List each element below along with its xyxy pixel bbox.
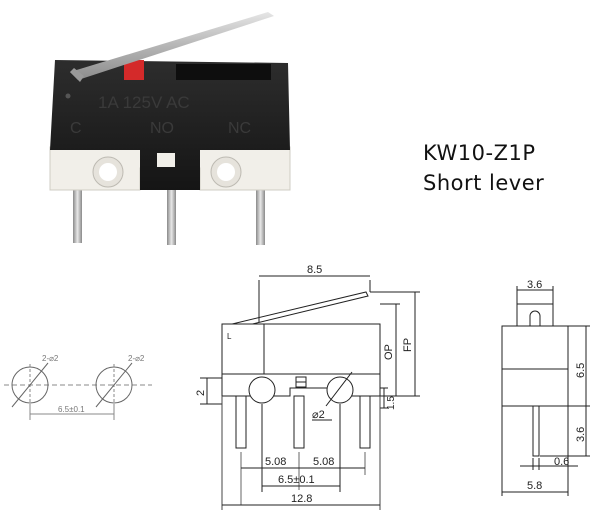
mount-hole-right-label: 2-⌀2 [128,354,145,363]
dim-width-top: 8.5 [307,264,322,276]
photo-term-nc: NC [228,120,251,137]
side-dim-top-width: 3.6 [527,279,542,291]
front-hole-left [248,376,276,404]
dim-fp: FP [402,338,414,352]
photo-body [50,60,290,190]
dim-hole-dia: ⌀2 [312,409,325,421]
photo-pin-no [167,185,176,245]
photo-actuator [124,60,144,80]
front-pivot-label: L [227,332,232,341]
photo-lever [70,12,274,80]
photo-term-c: C [70,120,82,137]
dim-total-width: 12.8 [291,493,312,505]
model-title: KW10-Z1P [423,141,536,165]
side-top-block [516,303,554,327]
dim-hole-span: 6.5±0.1 [278,474,315,486]
mount-hole-left-label: 2-⌀2 [42,354,59,363]
photo-pin-nc [256,185,265,245]
side-dim-pin-length: 3.6 [575,427,587,442]
side-dim-pin-thickness: 0.6 [554,456,569,468]
dim-op: OP [383,344,395,360]
dim-pitch-right: 5.08 [313,456,334,468]
front-body [221,323,381,375]
dim-pitch-left: 5.08 [265,456,286,468]
front-lever [227,291,369,330]
dim-pin-step: 1.5 [386,396,397,410]
photo-term-no: NO [150,120,174,137]
side-pin [532,405,540,457]
side-dim-total-width: 5.8 [527,480,542,492]
front-view: L 8.5 OP [195,264,420,510]
side-view: 3.6 6.5 3.6 0.6 5.8 [501,279,590,496]
mount-hole-spacing: 6.5±0.1 [58,405,85,414]
model-subtitle: Short lever [423,171,545,195]
photo-rating: 1A 125V AC [98,93,190,112]
photo-pin-c [73,185,82,243]
side-dim-height: 6.5 [575,363,587,378]
mount-hole-view: 2-⌀2 2-⌀2 6.5±0.1 [4,354,152,420]
side-body [501,325,569,407]
dim-left-side: 2 [195,390,207,396]
